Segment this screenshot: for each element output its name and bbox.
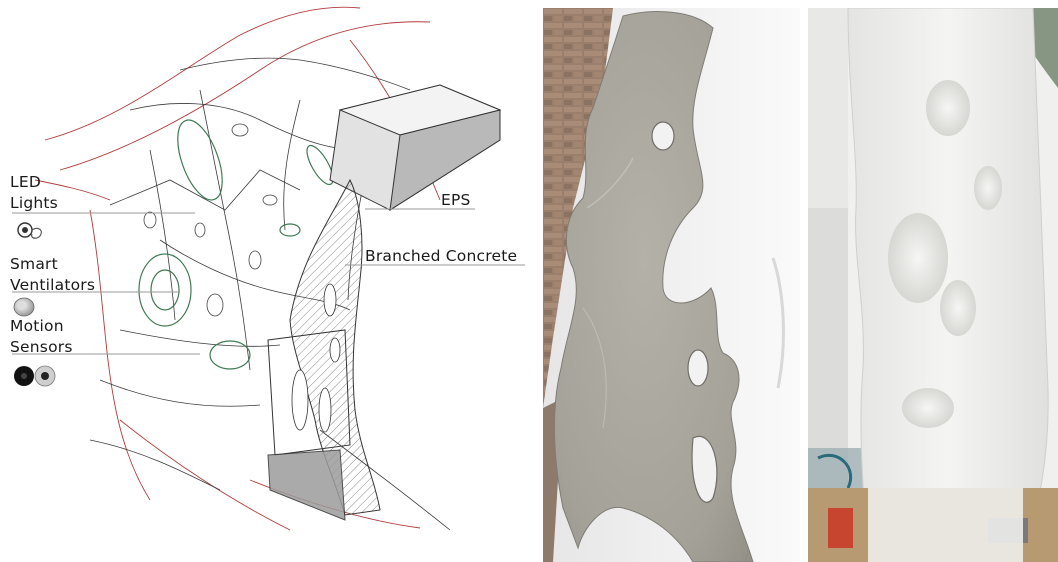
eps-mold-image bbox=[808, 8, 1058, 562]
led-lights-label-line2: Lights bbox=[10, 193, 58, 214]
led-lights-label-line1: LED bbox=[10, 172, 58, 193]
motion-sensors-label-line2: Sensors bbox=[10, 337, 73, 358]
led-lights-label: LED Lights bbox=[10, 172, 58, 214]
concrete-cast-photo bbox=[543, 8, 800, 562]
concrete-cast-image bbox=[543, 8, 800, 562]
motion-sensors-label: Motion Sensors bbox=[10, 316, 73, 358]
branched-concrete-label: Branched Concrete bbox=[365, 246, 517, 267]
motion-sensors-label-line1: Motion bbox=[10, 316, 73, 337]
mold-relief-4 bbox=[974, 166, 1002, 210]
cast-opening-2 bbox=[688, 350, 708, 386]
smart-ventilators-label-line2: Ventilators bbox=[10, 275, 95, 296]
exploded-axonometric-diagram: LED Lights Smart Ventilators Motion Sen bbox=[0, 0, 535, 562]
clamp-red bbox=[828, 508, 853, 548]
mold-relief-3 bbox=[940, 280, 976, 336]
smart-ventilators-label: Smart Ventilators bbox=[10, 254, 95, 296]
ventilator-fan-icon bbox=[12, 296, 36, 318]
eps-label-text: EPS bbox=[441, 190, 471, 211]
branched-concrete-label-text: Branched Concrete bbox=[365, 246, 517, 267]
eps-mold-photo bbox=[808, 8, 1058, 562]
red-curve-lines bbox=[35, 7, 440, 530]
cast-opening-1 bbox=[652, 122, 674, 150]
mold-relief-2 bbox=[888, 213, 948, 303]
mold-relief-1 bbox=[926, 80, 970, 136]
eps-block bbox=[330, 85, 500, 210]
motion-sensor-icon bbox=[12, 364, 58, 388]
smart-ventilators-label-line1: Smart bbox=[10, 254, 95, 275]
eps-label: EPS bbox=[441, 190, 471, 211]
led-light-bulb-icon bbox=[14, 218, 48, 244]
mold-relief-5 bbox=[902, 388, 954, 428]
hole-details bbox=[144, 124, 277, 316]
